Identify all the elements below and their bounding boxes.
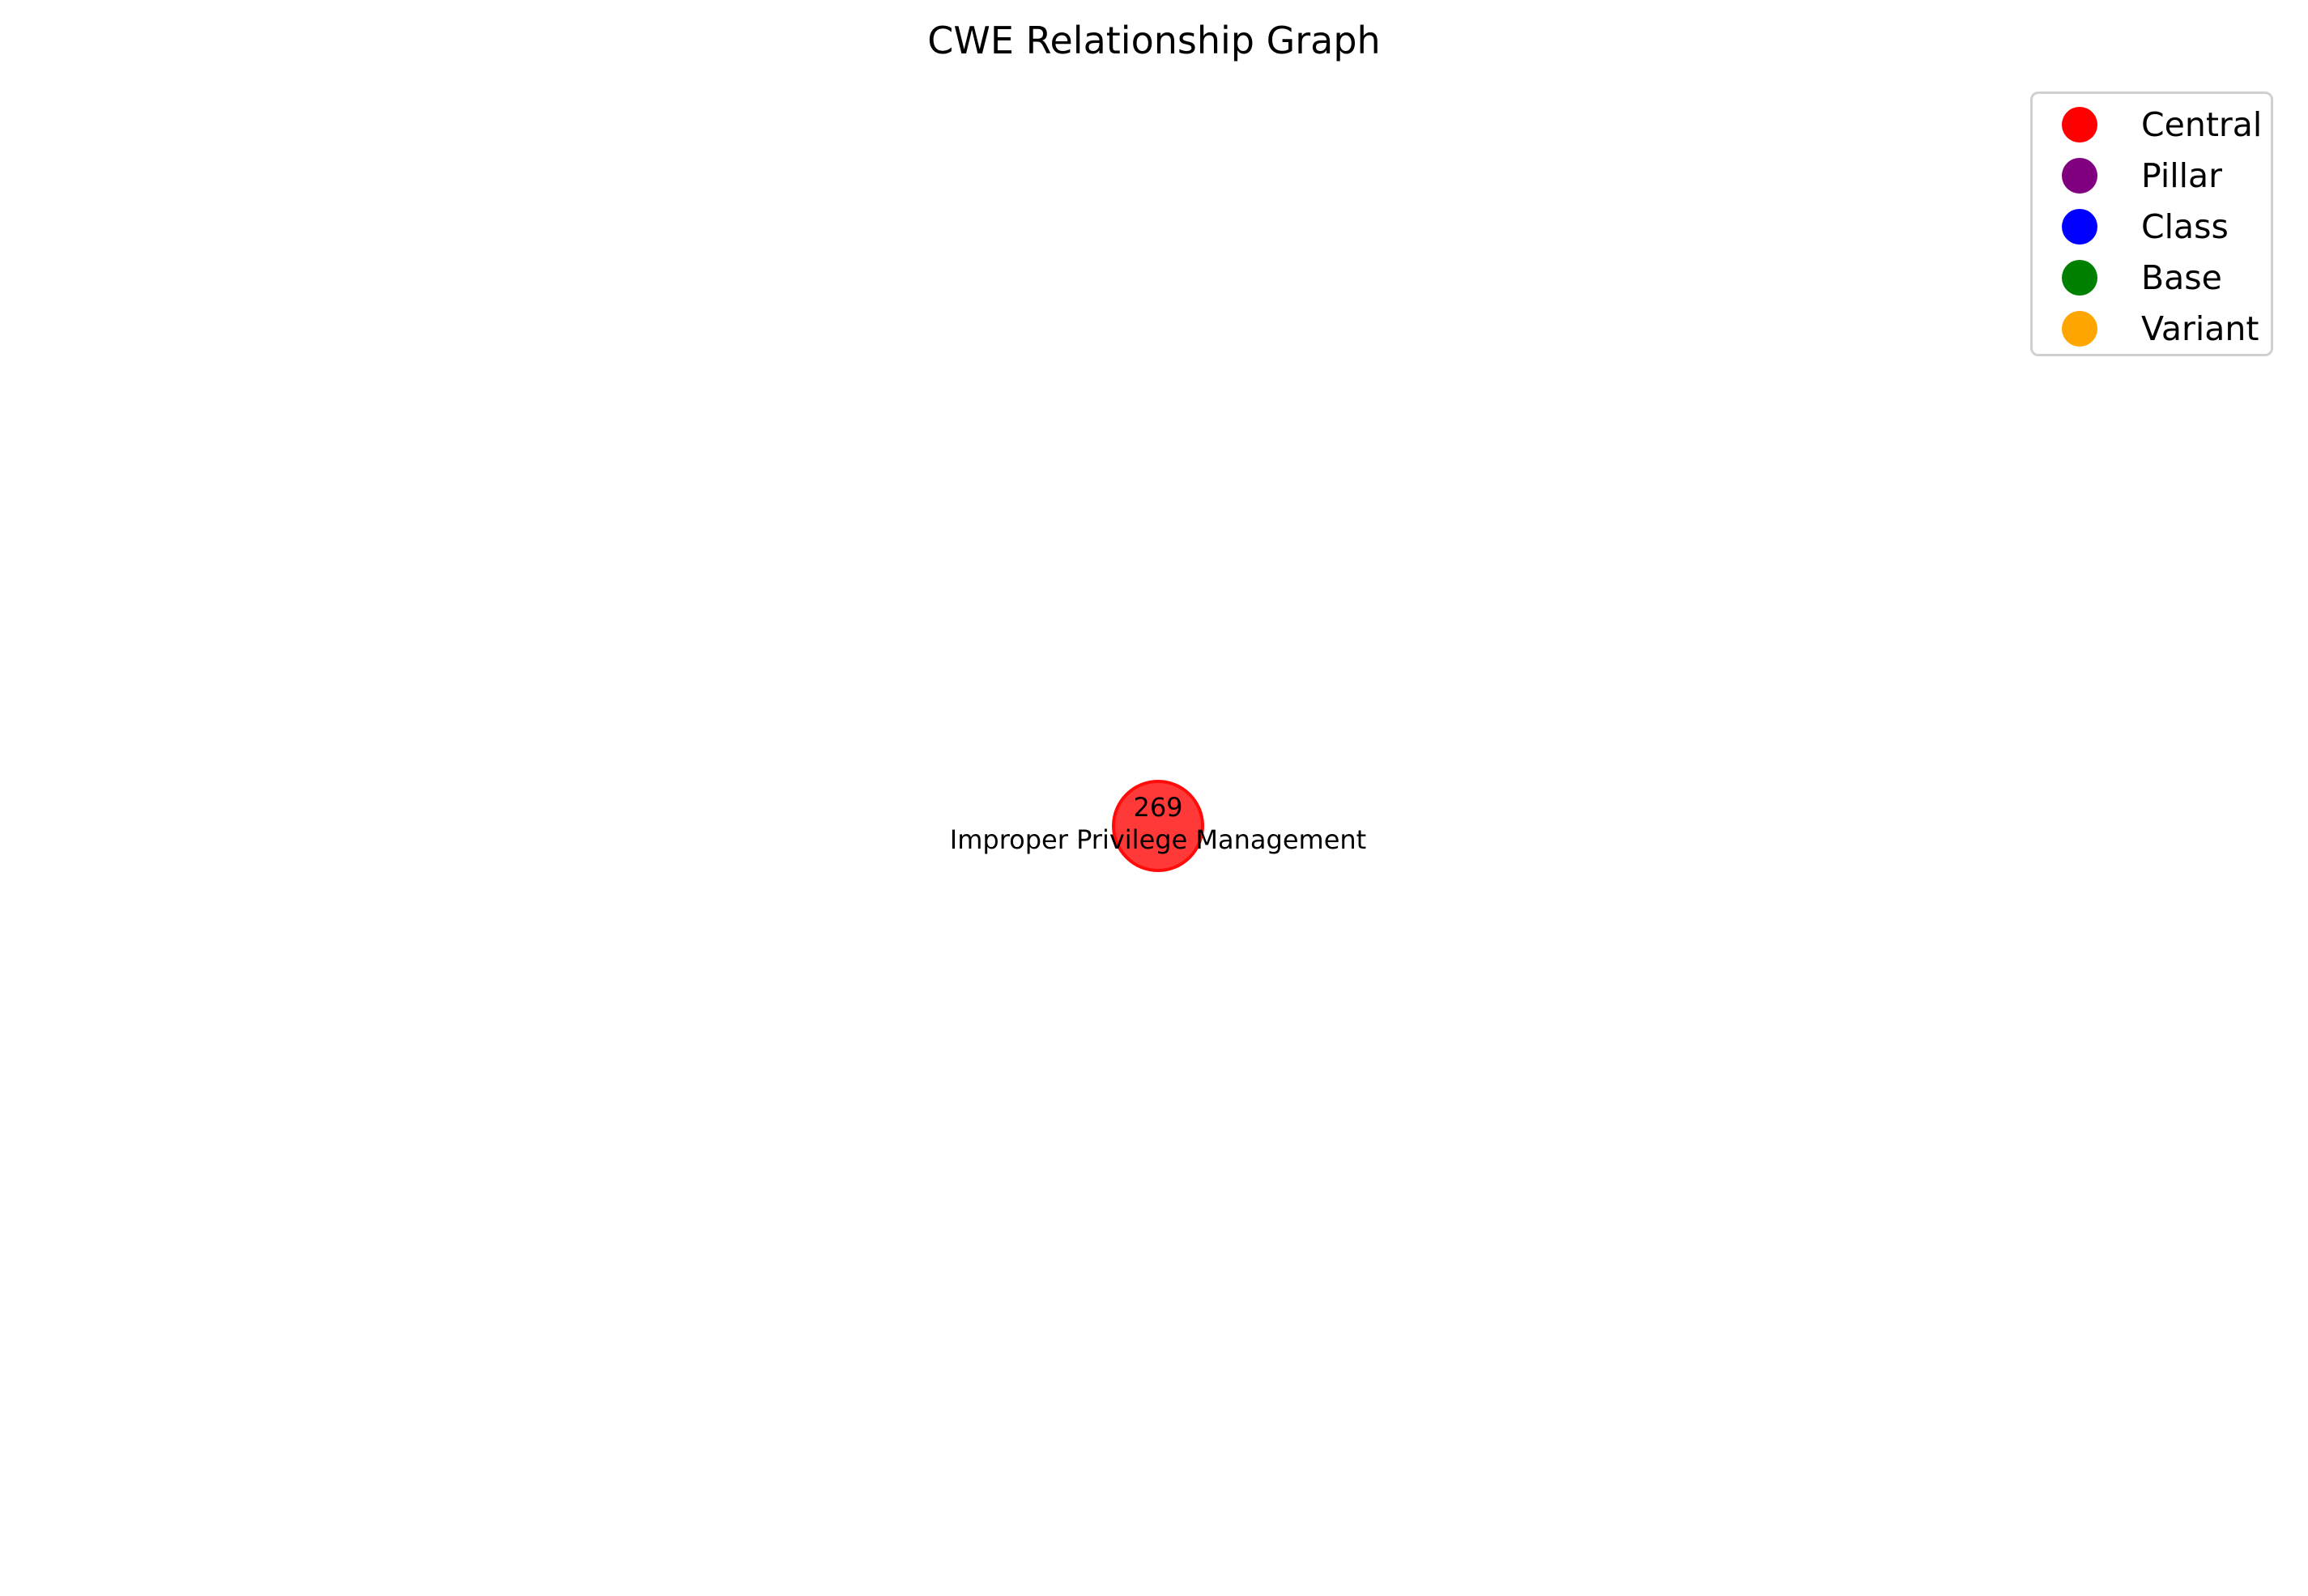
legend-marker-base-icon	[2062, 260, 2097, 296]
legend-label-pillar: Pillar	[2141, 156, 2222, 195]
legend-item-base: Base	[2033, 253, 2271, 302]
legend-label-base: Base	[2141, 258, 2222, 297]
graph-title: CWE Relationship Graph	[927, 19, 1381, 62]
legend-item-variant: Variant	[2033, 304, 2271, 353]
legend-marker-class-icon	[2062, 209, 2097, 245]
node-id-label: 269	[1133, 792, 1183, 823]
legend-item-central: Central	[2033, 100, 2271, 149]
graph-node-central	[1112, 780, 1204, 872]
legend: Central Pillar Class Base Variant	[2030, 92, 2273, 356]
legend-label-class: Class	[2141, 207, 2229, 246]
legend-marker-variant-icon	[2062, 311, 2097, 347]
legend-marker-pillar-icon	[2062, 158, 2097, 194]
legend-marker-central-icon	[2062, 107, 2097, 143]
legend-label-central: Central	[2141, 105, 2263, 144]
legend-item-class: Class	[2033, 202, 2271, 251]
node-name-label: Improper Privilege Management	[949, 824, 1367, 855]
legend-item-pillar: Pillar	[2033, 151, 2271, 200]
legend-label-variant: Variant	[2141, 309, 2259, 348]
